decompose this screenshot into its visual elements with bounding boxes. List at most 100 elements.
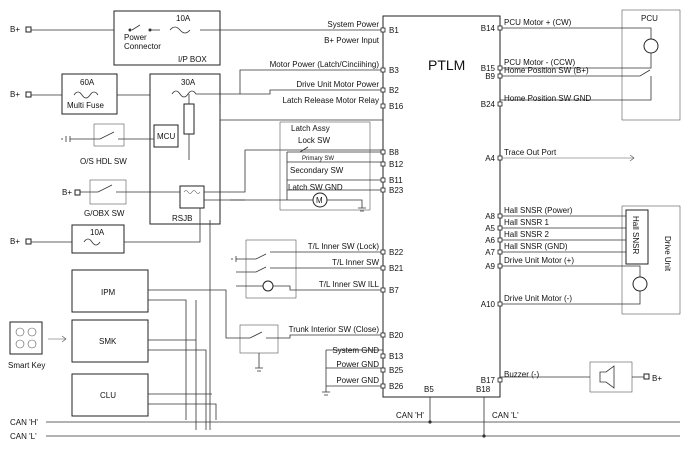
bplus-terminal-2 bbox=[25, 91, 32, 98]
rsjb-can-drops bbox=[195, 220, 211, 430]
ptlm-left-label-0: System Power bbox=[327, 20, 379, 29]
ptlm-terminal-b17 bbox=[497, 377, 503, 383]
motor-power-wire bbox=[239, 69, 383, 94]
smart-key-icon bbox=[9, 321, 43, 355]
smart-key-button-2 bbox=[27, 327, 37, 337]
ptlm-terminal-b1 bbox=[380, 27, 386, 33]
gobx-label: G/OBX SW bbox=[84, 209, 125, 218]
ptlm-right-label-4: Trace Out Port bbox=[504, 148, 557, 157]
ptlm-left-label-13: System GND bbox=[332, 346, 379, 355]
clu-can-wire bbox=[148, 393, 217, 420]
lock-sw-label: Lock SW bbox=[298, 136, 330, 145]
clu-box bbox=[71, 373, 149, 417]
ptlm-right-label-7: Hall SNSR 2 bbox=[504, 230, 549, 239]
ptlm-ground-wires bbox=[322, 349, 383, 396]
hall-snsr-box bbox=[625, 209, 649, 265]
ptlm-pin-b1: B1 bbox=[389, 26, 399, 35]
ptlm-can-drops bbox=[429, 397, 485, 436]
bplus-label-5: B+ bbox=[652, 374, 662, 383]
ip-box bbox=[113, 10, 221, 66]
ptlm-terminal-b11 bbox=[380, 177, 386, 183]
bplus-label-4: B+ bbox=[10, 237, 20, 246]
ptlm-pin-b24: B24 bbox=[481, 100, 496, 109]
ptlm-terminal-b22 bbox=[380, 249, 386, 255]
ptlm-terminal-b14 bbox=[497, 25, 503, 31]
ptlm-pin-b2: B2 bbox=[389, 86, 399, 95]
ip-box-fuse-path bbox=[131, 24, 191, 34]
bplus-label-1: B+ bbox=[10, 25, 20, 34]
tl-inner-sw-box bbox=[245, 239, 297, 299]
trunk-interior-ground bbox=[255, 353, 263, 372]
tl-inner-lock-wire bbox=[236, 251, 383, 260]
ptlm-right-label-2: Home Position SW (B+) bbox=[504, 66, 589, 75]
ptlm-right-label-3: Home Position SW GND bbox=[504, 94, 591, 103]
secondary-sw-label: Secondary SW bbox=[290, 166, 344, 175]
ptlm-pin-b7: B7 bbox=[389, 286, 399, 295]
ptlm-right-label-11: Buzzer (-) bbox=[504, 370, 539, 379]
ptlm-pin-b15: B15 bbox=[481, 64, 496, 73]
ptlm-terminal-b23 bbox=[380, 187, 386, 193]
ptlm-left-label-10: T/L Inner SW bbox=[332, 258, 379, 267]
smart-key-arrow bbox=[48, 335, 67, 343]
buzzer-box bbox=[589, 361, 633, 393]
ptlm-title: PTLM bbox=[428, 57, 465, 73]
fuse-30a-label: 30A bbox=[181, 78, 196, 87]
tl-inner-wire bbox=[236, 266, 383, 273]
ptlm-terminal-a5 bbox=[497, 225, 503, 231]
primary-sw-label: Primary SW bbox=[302, 156, 334, 162]
ptlm-terminal-a7 bbox=[497, 249, 503, 255]
ptlm-left-label-1: B+ Power Input bbox=[324, 36, 380, 45]
ptlm-right-label-9: Drive Unit Motor (+) bbox=[504, 256, 574, 265]
power-connector-label-2: Connector bbox=[124, 42, 161, 51]
ptlm-left-label-12: Trunk Interior SW (Close) bbox=[289, 325, 380, 334]
ptlm-terminal-a4 bbox=[497, 155, 503, 161]
bplus-terminal-5 bbox=[643, 373, 650, 380]
ptlm-right-label-10: Drive Unit Motor (-) bbox=[504, 294, 572, 303]
hall-snsr-wires bbox=[500, 215, 626, 253]
can-l-pin-label: CAN 'L' bbox=[492, 411, 519, 420]
bplus-terminal-4 bbox=[25, 238, 32, 245]
ptlm-right-label-6: Hall SNSR 1 bbox=[504, 218, 549, 227]
bplus-label-2: B+ bbox=[10, 90, 20, 99]
ptlm-pin-b3: B3 bbox=[389, 66, 399, 75]
ptlm-pin-b23: B23 bbox=[389, 186, 404, 195]
ptlm-pin-b26: B26 bbox=[389, 382, 404, 391]
ptlm-terminal-b3 bbox=[380, 67, 386, 73]
os-hdl-ground bbox=[61, 136, 71, 142]
ptlm-pin-a5: A5 bbox=[485, 224, 495, 233]
ptlm-terminal-b21 bbox=[380, 265, 386, 271]
ptlm-pin-b16: B16 bbox=[389, 102, 404, 111]
tl-inner-ill-wire bbox=[236, 285, 383, 291]
buzzer-icon bbox=[599, 365, 615, 389]
ptlm-right-label-5: Hall SNSR (Power) bbox=[504, 206, 573, 215]
ptlm-left-label-4: Latch Release Motor Relay bbox=[283, 96, 380, 105]
drive-unit-label: Drive Unit bbox=[663, 236, 672, 272]
drive-unit-box bbox=[621, 205, 681, 315]
pcu-motor-icon bbox=[643, 38, 659, 54]
smk-label: SMK bbox=[99, 337, 117, 346]
drive-unit-motor-icon bbox=[632, 276, 648, 292]
ipm-box bbox=[71, 269, 149, 313]
ptlm-pin-b21: B21 bbox=[389, 264, 404, 273]
smart-key-label: Smart Key bbox=[8, 361, 45, 370]
ptlm-pin-a8: A8 bbox=[485, 212, 495, 221]
ptlm-pin-b11: B11 bbox=[389, 176, 403, 185]
mcu-label: MCU bbox=[157, 132, 175, 141]
ptlm-left-label-14: Power GND bbox=[336, 360, 379, 369]
ptlm-right-label-0: PCU Motor + (CW) bbox=[504, 18, 572, 27]
latch-motor-symbol: M bbox=[316, 196, 323, 205]
rsjb-relay-coil bbox=[183, 103, 195, 135]
multi-fuse-wire bbox=[31, 91, 150, 99]
rsjb-label: RSJB bbox=[172, 214, 192, 223]
ptlm-terminal-b9 bbox=[497, 73, 503, 79]
ptlm-pin-b8: B8 bbox=[389, 148, 399, 157]
ipm-bus-wire bbox=[148, 289, 227, 320]
fuse-10a-wire bbox=[31, 208, 201, 246]
gobx-switch-wire bbox=[80, 184, 180, 193]
ptlm-left-label-15: Power GND bbox=[336, 376, 379, 385]
ptlm-terminal-a10 bbox=[497, 301, 503, 307]
latch-assy-label: Latch Assy bbox=[291, 124, 330, 133]
rsjb-signal-wire-1 bbox=[204, 149, 383, 193]
ptlm-pin-b14: B14 bbox=[481, 24, 496, 33]
